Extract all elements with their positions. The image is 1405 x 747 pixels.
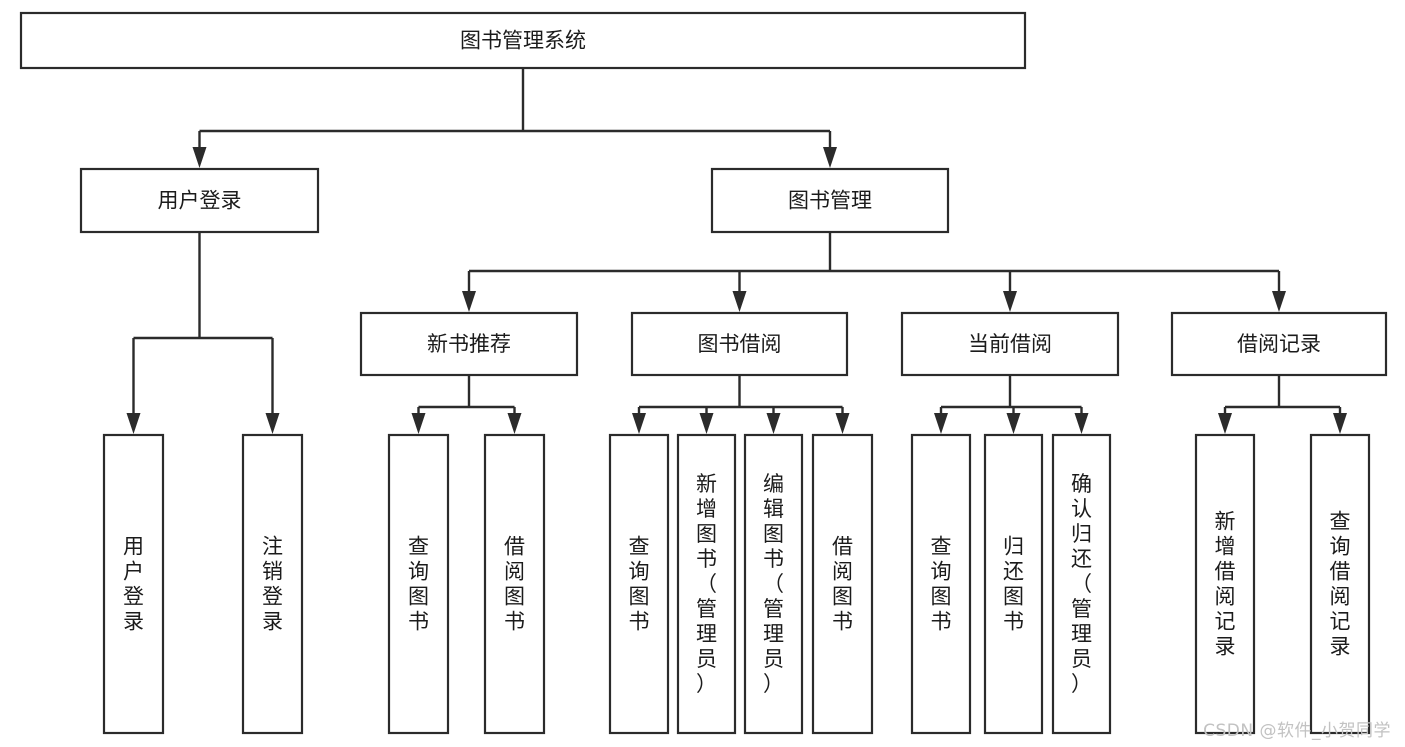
node-leaf-current-query-book[interactable]: 查询图书: [910, 433, 972, 735]
node-box[interactable]: [1194, 433, 1256, 735]
node-label: 查询图书: [408, 535, 429, 634]
node-box[interactable]: [1309, 433, 1371, 735]
node-root[interactable]: 图书管理系统: [19, 11, 1027, 70]
node-label: 查询图书: [931, 535, 952, 634]
node-label: 新增借阅记录: [1215, 510, 1236, 659]
node-new-book-recommend[interactable]: 新书推荐: [359, 311, 579, 377]
node-box[interactable]: [811, 433, 874, 735]
node-box[interactable]: [79, 167, 320, 234]
node-box[interactable]: [900, 311, 1120, 377]
node-label: 图书管理系统: [460, 29, 586, 53]
arrow-head: [192, 147, 207, 168]
arrow-head: [632, 413, 646, 434]
node-box[interactable]: [1051, 433, 1112, 735]
node-leaf-current-confirm-return[interactable]: 确认归还（管理员）: [1051, 433, 1112, 735]
arrow-head: [934, 413, 948, 434]
node-leaf-records-add[interactable]: 新增借阅记录: [1194, 433, 1256, 735]
node-label: 查询图书: [629, 535, 650, 634]
node-box[interactable]: [743, 433, 804, 735]
node-book-borrow[interactable]: 图书借阅: [630, 311, 849, 377]
node-leaf-borrow-add-book[interactable]: 新增图书（管理员）: [676, 433, 737, 735]
node-label: 编辑图书（管理员）: [763, 472, 784, 696]
arrow-head: [823, 147, 837, 168]
arrow-head: [1272, 291, 1286, 312]
node-leaf-borrow-query-book[interactable]: 查询图书: [608, 433, 670, 735]
node-label: 当前借阅: [968, 332, 1052, 356]
arrow-head: [835, 413, 850, 434]
arrow-head: [766, 413, 781, 434]
node-label: 借阅记录: [1237, 332, 1321, 356]
node-leaf-records-query[interactable]: 查询借阅记录: [1309, 433, 1371, 735]
node-label: 确认归还（管理员）: [1071, 472, 1092, 696]
node-box[interactable]: [983, 433, 1044, 735]
node-box[interactable]: [483, 433, 546, 735]
edges-layer: [126, 68, 1347, 434]
arrow-head: [507, 413, 522, 434]
arrow-head: [1006, 413, 1021, 434]
node-box[interactable]: [387, 433, 450, 735]
arrow-head: [1333, 413, 1347, 434]
arrow-head: [732, 291, 747, 312]
node-label: 图书借阅: [698, 332, 782, 356]
node-label: 注销登录: [262, 535, 283, 634]
node-box[interactable]: [19, 11, 1027, 70]
node-box[interactable]: [1170, 311, 1388, 377]
arrow-head: [265, 413, 280, 434]
node-leaf-user-login[interactable]: 用户登录: [102, 433, 165, 735]
node-label: 新增图书（管理员）: [696, 472, 717, 696]
node-box[interactable]: [910, 433, 972, 735]
node-user-login[interactable]: 用户登录: [79, 167, 320, 234]
node-box[interactable]: [102, 433, 165, 735]
node-label: 图书管理: [788, 189, 872, 213]
arrow-head: [411, 413, 426, 434]
node-book-management[interactable]: 图书管理: [710, 167, 950, 234]
node-label: 借阅图书: [832, 535, 853, 634]
node-box[interactable]: [608, 433, 670, 735]
arrow-head: [1003, 291, 1017, 312]
node-label: 归还图书: [1003, 535, 1024, 634]
node-box[interactable]: [359, 311, 579, 377]
node-current-borrow[interactable]: 当前借阅: [900, 311, 1120, 377]
arrow-head: [462, 291, 476, 312]
node-label: 新书推荐: [427, 332, 511, 356]
boxes-layer: 图书管理系统用户登录图书管理新书推荐图书借阅当前借阅借阅记录用户登录注销登录查询…: [19, 11, 1388, 735]
arrow-head: [699, 413, 714, 434]
node-box[interactable]: [676, 433, 737, 735]
node-leaf-borrow-edit-book[interactable]: 编辑图书（管理员）: [743, 433, 804, 735]
node-box[interactable]: [630, 311, 849, 377]
node-box[interactable]: [241, 433, 304, 735]
node-label: 用户登录: [123, 535, 144, 634]
arrow-head: [126, 413, 141, 434]
node-label: 用户登录: [158, 189, 242, 213]
arrow-head: [1074, 413, 1089, 434]
arrow-head: [1218, 413, 1232, 434]
node-leaf-current-return-book[interactable]: 归还图书: [983, 433, 1044, 735]
node-leaf-user-logout[interactable]: 注销登录: [241, 433, 304, 735]
node-label: 借阅图书: [504, 535, 525, 634]
node-label: 查询借阅记录: [1330, 510, 1351, 659]
node-leaf-recommend-query-book[interactable]: 查询图书: [387, 433, 450, 735]
node-box[interactable]: [710, 167, 950, 234]
node-borrow-records[interactable]: 借阅记录: [1170, 311, 1388, 377]
node-leaf-borrow-borrow-book[interactable]: 借阅图书: [811, 433, 874, 735]
node-leaf-recommend-borrow-book[interactable]: 借阅图书: [483, 433, 546, 735]
